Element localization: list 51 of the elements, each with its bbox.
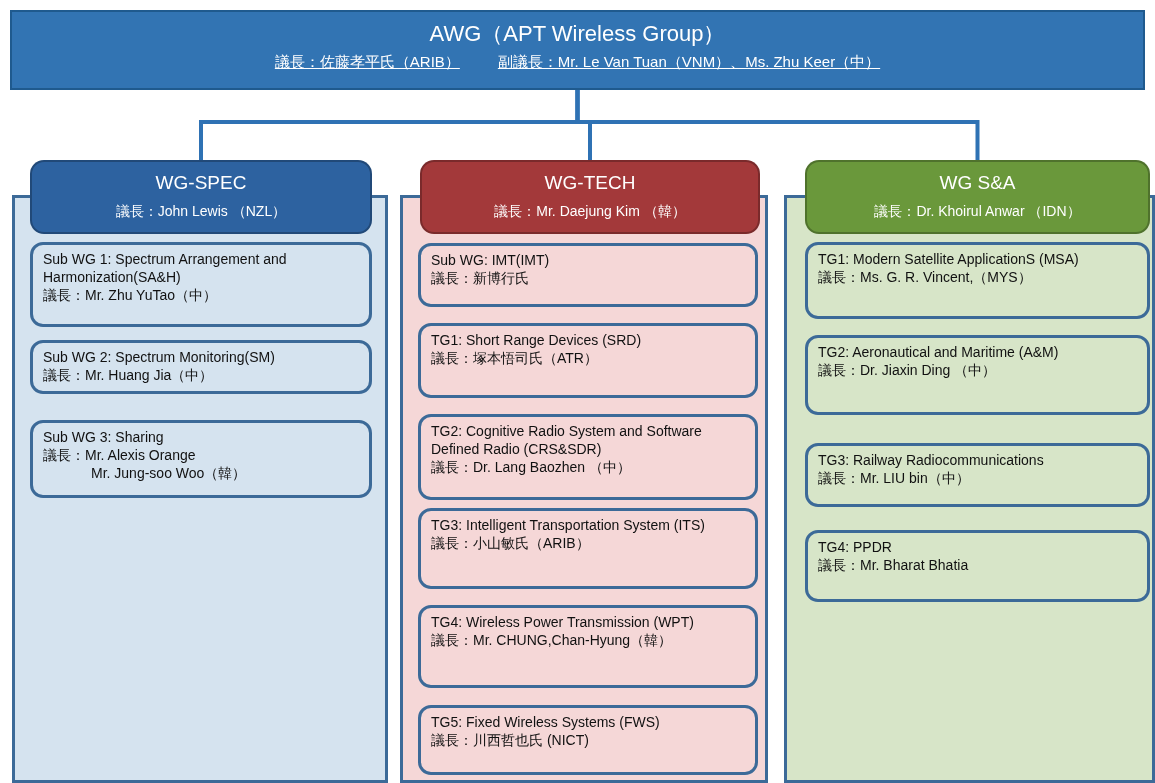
group-title: Sub WG 3: Sharing — [43, 428, 165, 446]
chair-text: 議長：小山敏氏（ARIB） — [431, 534, 591, 552]
chair-text: 議長：Mr. LIU bin（中） — [818, 469, 971, 487]
chair-text: 議長：Mr. CHUNG,Chan-Hyung（韓） — [431, 631, 674, 649]
chair-text: 議長：Mr. Daejung Kim （韓） — [493, 202, 687, 221]
chair-text: 議長：Mr. Zhu YuTao（中） — [43, 286, 218, 304]
group-title: TG4: Wireless Power Transmission (WPT) — [431, 613, 695, 631]
chair-text: Mr. Jung-soo Woo（韓） — [90, 464, 248, 482]
subgroup-box — [418, 508, 758, 589]
chair-text: 議長：佐藤孝平氏（ARIB） — [274, 53, 460, 70]
subgroup-box — [805, 530, 1150, 602]
chair-text: 議長：Dr. Jiaxin Ding （中） — [818, 361, 998, 379]
group-title: TG1: Modern Satellite ApplicationS (MSA) — [818, 250, 1080, 268]
title-text: AWG（APT Wireless Group） — [428, 20, 727, 48]
chair-text: 議長：川西哲也氏 (NICT) — [431, 731, 590, 749]
group-title: Sub WG 2: Spectrum Monitoring(SM) — [43, 348, 276, 366]
chair-text: 議長：塚本悟司氏（ATR） — [431, 349, 599, 367]
chair-text: 議長：Dr. Lang Baozhen （中） — [431, 458, 632, 476]
subgroup-box — [805, 443, 1150, 507]
group-title: TG2: Aeronautical and Maritime (A&M) — [818, 343, 1060, 361]
chair-text: 議長：Mr. Bharat Bhatia — [818, 556, 970, 574]
group-title: TG5: Fixed Wireless Systems (FWS) — [431, 713, 661, 731]
group-title: TG3: Intelligent Transportation System (ITS) — [431, 516, 706, 534]
subgroup-box — [418, 705, 758, 775]
group-title: WG S&A — [938, 171, 1017, 195]
chair-text: 議長：新博行氏 — [431, 269, 530, 287]
group-title: Sub WG 1: Spectrum Arrangement and Harmonization(SA&H) — [43, 250, 288, 286]
subgroup-box — [418, 243, 758, 307]
group-title: WG-SPEC — [154, 171, 248, 195]
chair-text: 議長：Mr. Alexis Orange — [43, 446, 197, 464]
subgroup-box — [805, 335, 1150, 415]
connector-line — [575, 90, 980, 160]
subgroup-box — [30, 340, 372, 394]
subgroup-box — [30, 242, 372, 327]
subgroup-box — [418, 414, 758, 500]
chair-text: 議長：Mr. Huang Jia（中） — [43, 366, 215, 384]
group-title: TG1: Short Range Devices (SRD) — [431, 331, 643, 349]
group-title: Sub WG: IMT(IMT) — [431, 251, 551, 269]
group-title: TG2: Cognitive Radio System and Software Defined Radio (CRS&SDR) — [431, 422, 703, 458]
group-title: TG3: Railway Radiocommunications — [818, 451, 1045, 469]
group-title: TG4: PPDR — [818, 538, 893, 556]
group-title: WG-TECH — [543, 171, 637, 195]
chair-text: 議長：John Lewis （NZL） — [114, 202, 288, 221]
chair-text: 副議長：Mr. Le Van Tuan（VNM）、Ms. Zhu Keer（中） — [497, 53, 881, 70]
chair-text: 議長：Ms. G. R. Vincent,（MYS） — [818, 268, 1033, 286]
subgroup-box — [418, 605, 758, 688]
subgroup-box — [805, 242, 1150, 319]
title-box — [10, 10, 1145, 90]
chair-text: 議長：Dr. Khoirul Anwar （IDN） — [873, 202, 1082, 221]
subgroup-box — [30, 420, 372, 498]
subgroup-box — [418, 323, 758, 398]
